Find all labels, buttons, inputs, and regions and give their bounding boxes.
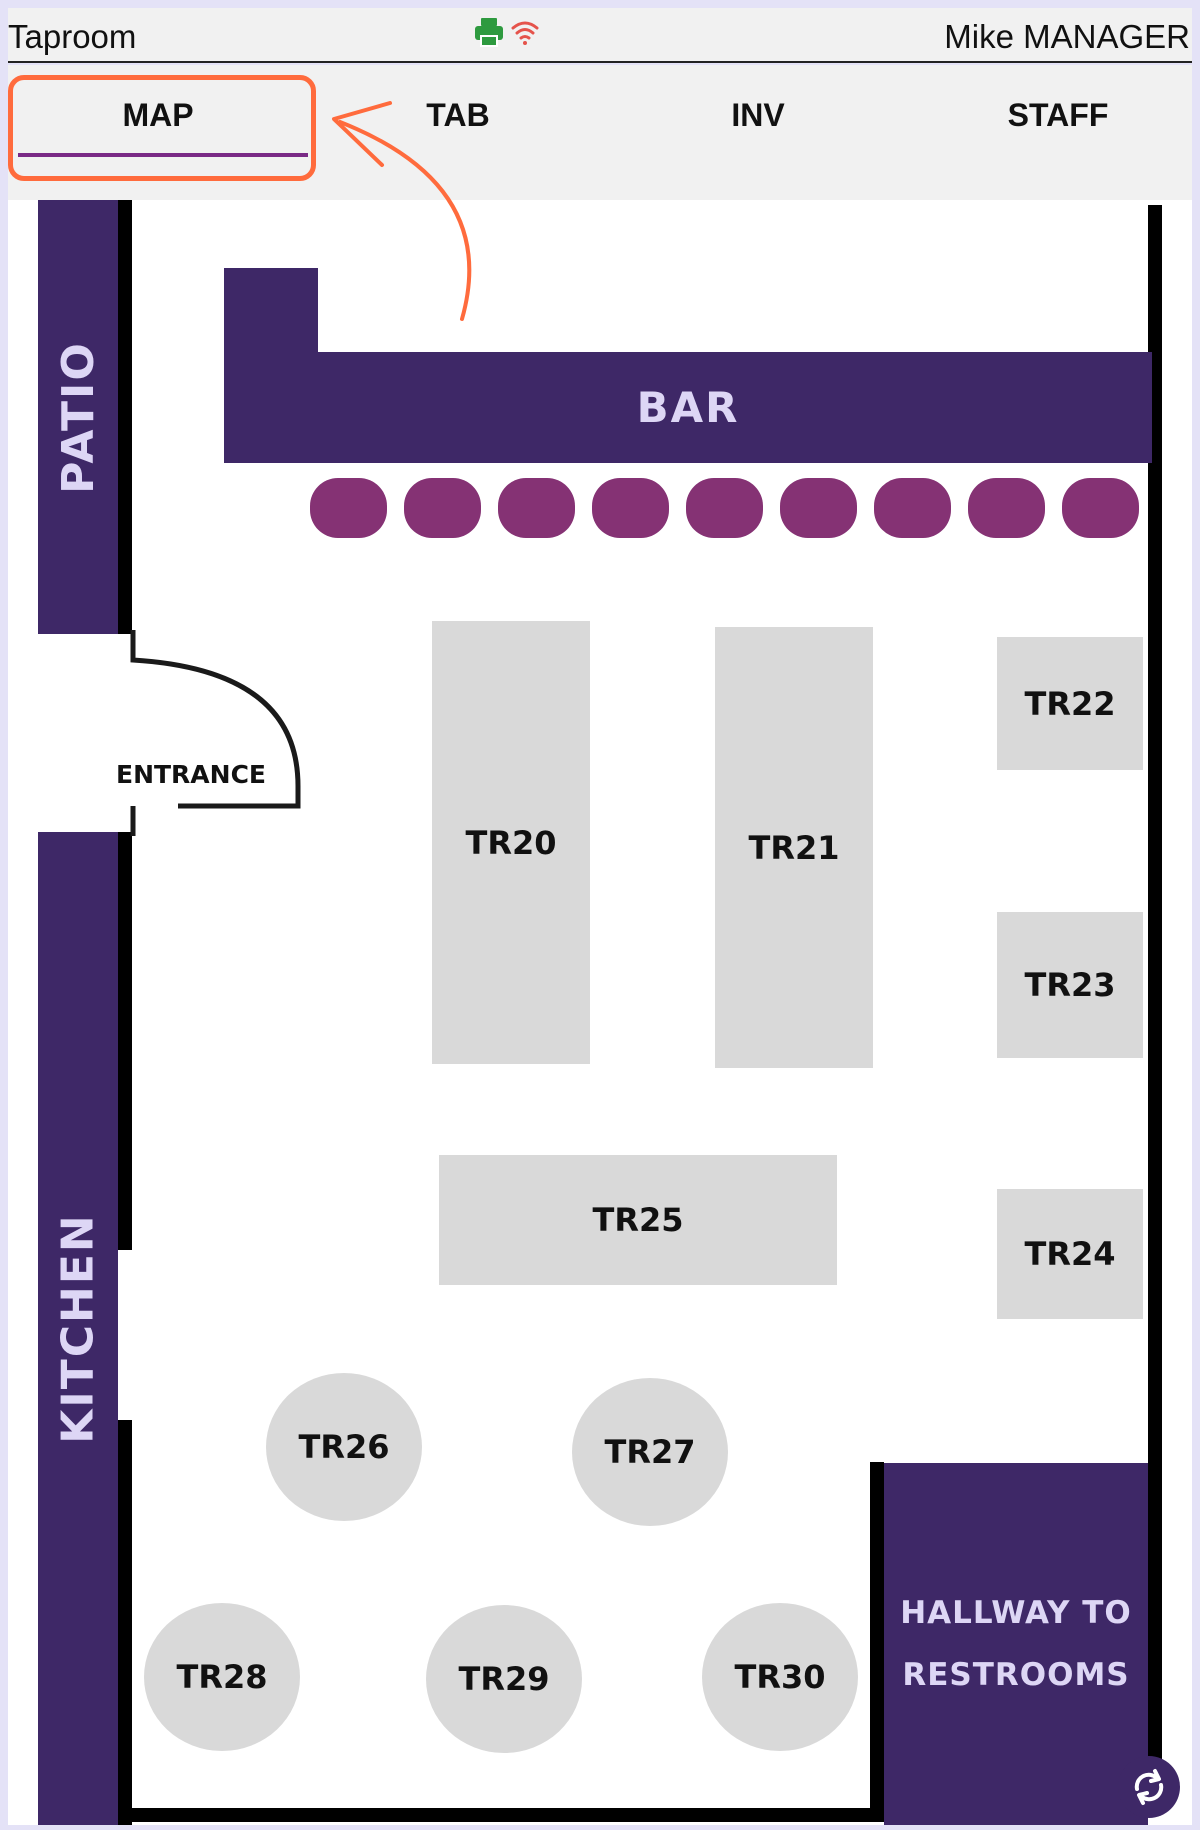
table-label: TR28	[176, 1658, 268, 1696]
table-tr20[interactable]: TR20	[432, 621, 590, 1064]
bar-stool[interactable]	[968, 478, 1045, 538]
table-tr29[interactable]: TR29	[426, 1605, 582, 1753]
patio-label: PATIO	[52, 340, 104, 494]
hallway-label-line: RESTROOMS	[902, 1657, 1130, 1693]
table-tr28[interactable]: TR28	[144, 1603, 300, 1751]
table-label: TR29	[458, 1660, 550, 1698]
bar-label: BAR	[636, 383, 740, 432]
table-tr27[interactable]: TR27	[572, 1378, 728, 1526]
tab-label: STAFF	[1007, 96, 1109, 133]
bar-stool[interactable]	[1062, 478, 1139, 538]
table-label: TR30	[734, 1658, 826, 1696]
tab-label: MAP	[122, 96, 194, 133]
table-label: TR21	[748, 828, 840, 867]
wall-right	[1148, 205, 1162, 1785]
hallway-label: HALLWAY TO RESTROOMS	[900, 1582, 1132, 1706]
annotation-arrow-icon	[332, 101, 472, 321]
wifi-icon	[511, 21, 539, 45]
table-label: TR23	[1024, 966, 1116, 1004]
tab-label: INV	[731, 96, 785, 133]
refresh-button[interactable]	[1118, 1756, 1180, 1818]
active-tab-indicator	[18, 153, 308, 157]
tab-bar: MAP TAB INV STAFF	[8, 65, 1192, 200]
refresh-icon	[1134, 1769, 1164, 1805]
wall-left-upper	[118, 200, 132, 634]
table-tr30[interactable]: TR30	[702, 1603, 858, 1751]
kitchen-zone[interactable]: KITCHEN	[38, 832, 118, 1825]
patio-zone[interactable]: PATIO	[38, 200, 118, 634]
bar-stool[interactable]	[498, 478, 575, 538]
hallway-zone[interactable]: HALLWAY TO RESTROOMS	[884, 1463, 1148, 1825]
table-tr22[interactable]: TR22	[997, 637, 1143, 770]
bar-stool[interactable]	[592, 478, 669, 538]
status-icons	[473, 16, 553, 50]
app-title: Taproom	[8, 18, 137, 55]
bar-stool[interactable]	[874, 478, 951, 538]
table-tr25[interactable]: TR25	[439, 1155, 837, 1285]
table-tr24[interactable]: TR24	[997, 1189, 1143, 1319]
table-label: TR26	[298, 1428, 390, 1466]
tab-inv[interactable]: INV	[608, 65, 908, 165]
entrance-label[interactable]: ENTRANCE	[116, 760, 266, 789]
table-tr23[interactable]: TR23	[997, 912, 1143, 1058]
bar-stool[interactable]	[686, 478, 763, 538]
bar-stool[interactable]	[310, 478, 387, 538]
hallway-label-line: HALLWAY TO	[900, 1595, 1132, 1631]
table-tr21[interactable]: TR21	[715, 627, 873, 1068]
tab-label: TAB	[426, 96, 490, 133]
bar-stool[interactable]	[404, 478, 481, 538]
table-label: TR22	[1024, 684, 1116, 723]
bar-zone[interactable]: BAR	[224, 352, 1152, 463]
wall-left-lower	[118, 1420, 132, 1825]
table-label: TR24	[1024, 1235, 1116, 1273]
table-tr26[interactable]: TR26	[266, 1373, 422, 1521]
status-bar: Taproom Mike MANAGER	[8, 8, 1192, 63]
table-label: TR27	[604, 1433, 696, 1471]
wall-left-middle	[118, 832, 132, 1250]
table-label: TR25	[592, 1201, 684, 1239]
wall-hallway	[870, 1462, 884, 1822]
bar-stool[interactable]	[780, 478, 857, 538]
map-tab-highlight	[8, 75, 316, 181]
tab-map[interactable]: MAP	[8, 65, 308, 165]
floor-map: PATIO KITCHEN ENTRANCE BAR TR20 TR21 TR2…	[8, 200, 1192, 1825]
wall-bottom	[124, 1808, 884, 1822]
kitchen-label: KITCHEN	[52, 1213, 104, 1444]
printer-icon	[475, 18, 503, 47]
tab-staff[interactable]: STAFF	[908, 65, 1200, 165]
table-label: TR20	[465, 823, 557, 862]
tab-tab[interactable]: TAB	[308, 65, 608, 165]
user-label[interactable]: Mike MANAGER	[944, 18, 1190, 55]
entrance-door-icon	[130, 630, 301, 836]
